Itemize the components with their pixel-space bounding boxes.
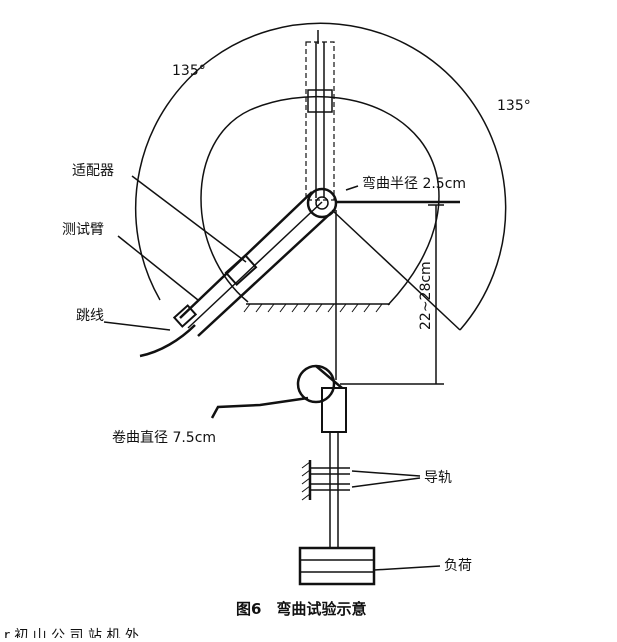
rail-wall-hatch xyxy=(301,461,311,501)
winding-spool xyxy=(296,364,336,404)
load-label: 负荷 xyxy=(444,558,472,574)
test-arm-label: 测试臂 xyxy=(62,222,104,238)
arm-adapter xyxy=(224,253,258,287)
jumper-label: 跳线 xyxy=(76,308,104,324)
angle-right-label: 135° xyxy=(497,98,531,114)
rail-leader-1 xyxy=(351,470,421,477)
arm-end-block xyxy=(172,304,198,328)
outer-swing-arc xyxy=(134,22,507,331)
upper-arm-dashed xyxy=(305,41,335,201)
upper-arm-adapter xyxy=(307,89,333,113)
angle-left-label: 135° xyxy=(172,63,206,79)
spool-holder xyxy=(315,365,343,389)
figure-caption: 图6 弯曲试验示意 xyxy=(236,600,366,618)
bend-radius-label: 弯曲半径 2.5cm xyxy=(362,175,466,192)
load-weight xyxy=(298,546,376,586)
jumper-leader xyxy=(103,321,171,331)
spool-lead xyxy=(210,396,309,419)
adapter-leader xyxy=(131,175,247,263)
load-leader xyxy=(373,565,441,571)
guide-rail-label: 导轨 xyxy=(424,470,452,486)
inner-housing-arc xyxy=(200,95,440,306)
adapter-label: 适配器 xyxy=(72,163,114,179)
test-arm-leader xyxy=(117,235,199,301)
test-arm xyxy=(179,191,333,337)
housing-base-hatch xyxy=(243,303,383,313)
winding-diameter-label: 卷曲直径 7.5cm xyxy=(112,429,216,446)
footer-fragment: r 初 山 公 司 站 机 外 xyxy=(4,627,139,638)
bend-radius-leader xyxy=(345,185,359,191)
right-diagonal xyxy=(331,209,461,331)
pivot-inner xyxy=(315,196,329,210)
jumper-cable xyxy=(139,324,196,358)
distance-label: 22~28cm xyxy=(418,261,434,330)
rail-leader-2 xyxy=(351,477,421,488)
clamp-block xyxy=(321,387,347,433)
